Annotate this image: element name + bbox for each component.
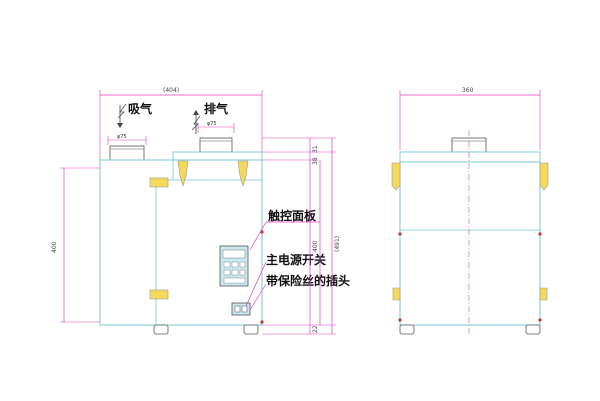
side-top-width-label: 360: [462, 87, 474, 94]
right-dim-mid: 400: [312, 240, 319, 252]
arrow-down-icon: [117, 105, 123, 128]
leader-lines: [245, 221, 320, 311]
right-dim-top-b: 31: [312, 145, 319, 153]
right-dim-bottom: 22: [312, 325, 319, 333]
power-switch-graphic: [231, 302, 251, 316]
front-top-width-dimension: (404): [99, 87, 263, 160]
intake-label: 吸气: [128, 101, 152, 116]
right-dim-total: (491): [334, 236, 341, 252]
exhaust-label: 排气: [204, 101, 228, 116]
exhaust-port: 排气 φ75: [191, 101, 235, 153]
front-top-width-label: (404): [163, 87, 179, 94]
front-body: [99, 159, 263, 326]
touch-panel-graphic: [219, 245, 249, 287]
side-view: 360: [391, 87, 549, 335]
front-top-cap: [172, 151, 263, 161]
front-right-dimensions: 38 31 400 (491) 22: [262, 137, 341, 335]
front-view: (404) 吸气 φ75 排气: [51, 87, 350, 335]
intake-port: 吸气 φ75: [107, 101, 152, 161]
right-dim-top-a: 38: [312, 157, 319, 165]
side-top-width-dimension: 360: [399, 87, 541, 150]
front-foot-left: [153, 324, 169, 335]
front-left-height-label: 400: [51, 241, 58, 253]
arrow-up-icon: [193, 110, 199, 134]
fused-plug-label: 带保险丝的插头: [266, 273, 350, 288]
touch-panel-label: 触控面板: [268, 208, 317, 223]
side-body: [399, 161, 541, 326]
exhaust-diameter-label: φ75: [207, 121, 217, 127]
intake-diameter-label: φ75: [117, 134, 127, 140]
front-foot-right: [243, 324, 259, 335]
front-latches: [149, 160, 249, 300]
front-left-height-dimension: 400: [51, 167, 100, 323]
power-switch-label: 主电源开关: [266, 252, 326, 267]
